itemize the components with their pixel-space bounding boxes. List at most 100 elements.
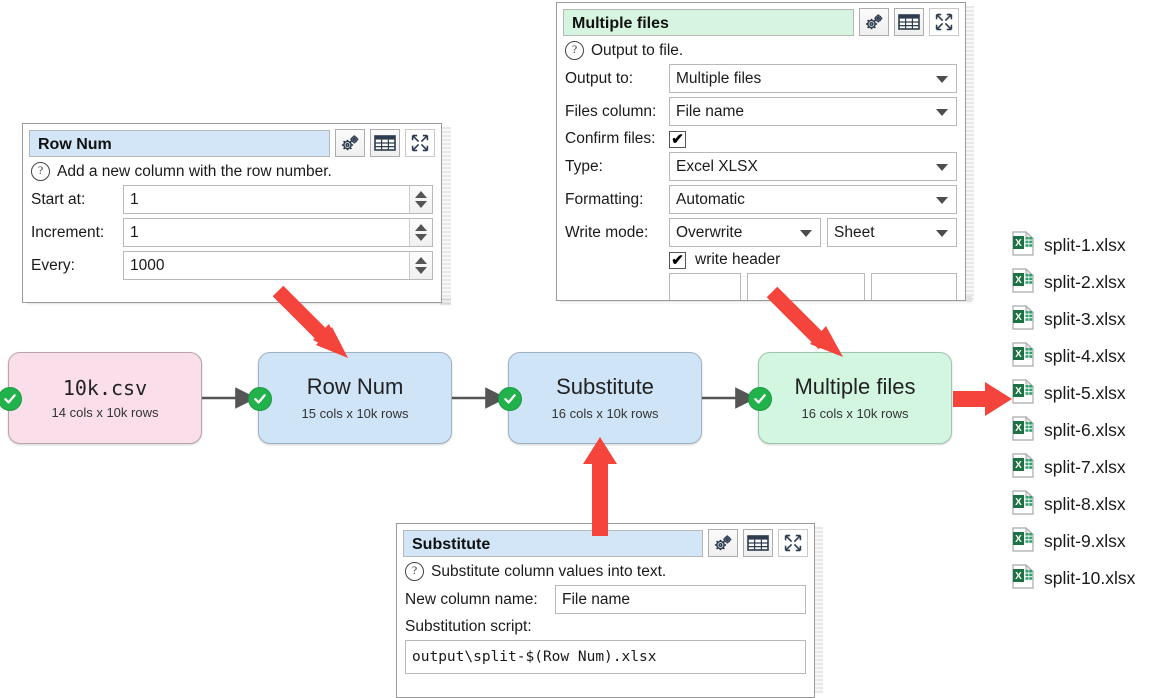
question-icon[interactable]: ? [565, 41, 584, 60]
start-at-input[interactable]: 1 [123, 185, 433, 214]
list-item[interactable]: X split-3.xlsx [1012, 301, 1161, 338]
every-stepper[interactable] [409, 252, 432, 279]
substitute-panel-shadow [812, 527, 823, 693]
list-item[interactable]: X split-4.xlsx [1012, 338, 1161, 375]
flow-node-sub: 14 cols x 10k rows [51, 404, 159, 420]
type-label: Type: [565, 157, 603, 175]
substitute-settings-panel[interactable]: Substitute [396, 523, 815, 698]
list-item[interactable]: X split-8.xlsx [1012, 486, 1161, 523]
multiple-files-panel-shadow [963, 6, 974, 302]
excel-file-icon: X [1012, 489, 1035, 520]
new-column-name-label: New column name: [405, 590, 538, 608]
multiple-files-panel-header: Multiple files [557, 3, 965, 40]
output-file-list: X split-1.xlsx X split-2.xlsx X [1012, 227, 1161, 597]
start-at-value: 1 [130, 190, 139, 208]
gears-icon[interactable] [335, 129, 365, 157]
write-header-checkbox[interactable]: ✔ [669, 251, 686, 269]
flow-node-name: 10k.csv [62, 375, 148, 400]
expand-icon[interactable] [405, 129, 435, 157]
substitute-description-row: ? Substitute column values into text. [397, 561, 814, 583]
flow-node-substitute[interactable]: Substitute 16 cols x 10k rows [498, 352, 702, 444]
list-item[interactable]: X split-2.xlsx [1012, 264, 1161, 301]
list-item[interactable]: X split-9.xlsx [1012, 523, 1161, 560]
new-column-name-row: New column name: File name [397, 583, 814, 616]
list-item[interactable]: X split-6.xlsx [1012, 412, 1161, 449]
row-num-panel-header: Row Num [23, 124, 441, 161]
row-num-title-input[interactable]: Row Num [29, 129, 330, 157]
write-header-label: write header [695, 251, 781, 268]
question-icon[interactable]: ? [31, 162, 50, 181]
type-select[interactable]: Excel XLSX [669, 152, 957, 181]
new-column-name-input[interactable]: File name [555, 585, 806, 614]
svg-text:X: X [1015, 571, 1022, 582]
partial-field-right[interactable] [871, 273, 957, 300]
svg-text:X: X [1015, 423, 1022, 434]
files-column-label: Files column: [565, 102, 657, 120]
expand-icon[interactable] [929, 8, 959, 36]
excel-file-icon: X [1012, 267, 1035, 298]
partial-field-mid[interactable] [747, 273, 865, 300]
write-mode-select[interactable]: Overwrite [669, 218, 821, 247]
output-to-select[interactable]: Multiple files [669, 64, 957, 93]
chevron-down-icon [936, 108, 948, 116]
expand-icon[interactable] [778, 529, 808, 557]
list-item[interactable]: X split-10.xlsx [1012, 560, 1161, 597]
list-item[interactable]: X split-7.xlsx [1012, 449, 1161, 486]
file-name: split-6.xlsx [1044, 420, 1126, 440]
list-item[interactable]: X split-1.xlsx [1012, 227, 1161, 264]
gears-icon[interactable] [859, 8, 889, 36]
row-num-description-row: ? Add a new column with the row number. [23, 161, 441, 183]
excel-file-icon: X [1012, 563, 1035, 594]
table-icon[interactable] [370, 129, 400, 157]
write-mode-row: Write mode: Overwrite Sheet [557, 216, 965, 249]
row-num-settings-panel[interactable]: Row Num [22, 123, 442, 303]
sheet-select[interactable]: Sheet [827, 218, 957, 247]
svg-text:X: X [1015, 497, 1022, 508]
flow-node-multiple-files[interactable]: Multiple files 16 cols x 10k rows [748, 352, 952, 444]
table-icon[interactable] [743, 529, 773, 557]
chevron-down-icon [800, 229, 812, 237]
table-icon[interactable] [894, 8, 924, 36]
flow-node-name: Substitute [556, 374, 654, 400]
flow-node-10k-csv[interactable]: 10k.csv 14 cols x 10k rows [0, 352, 202, 444]
file-name: split-3.xlsx [1044, 309, 1126, 329]
output-to-label: Output to: [565, 69, 634, 87]
svg-text:X: X [1015, 312, 1022, 323]
svg-text:X: X [1015, 238, 1022, 249]
type-value: Excel XLSX [676, 157, 758, 175]
formatting-row: Formatting: Automatic [557, 183, 965, 216]
question-icon[interactable]: ? [405, 562, 424, 581]
start-at-stepper[interactable] [409, 186, 432, 213]
every-input[interactable]: 1000 [123, 251, 433, 280]
files-column-value: File name [676, 102, 745, 120]
chevron-down-icon [936, 196, 948, 204]
files-column-select[interactable]: File name [669, 97, 957, 126]
flow-node-row-num[interactable]: Row Num 15 cols x 10k rows [248, 352, 452, 444]
list-item[interactable]: X split-5.xlsx [1012, 375, 1161, 412]
chevron-down-icon [936, 229, 948, 237]
gears-icon[interactable] [708, 529, 738, 557]
multiple-files-description-row: ? Output to file. [557, 40, 965, 62]
partial-field-left[interactable] [669, 273, 741, 300]
substitution-script-label-row: Substitution script: [397, 616, 814, 638]
substitution-script-editor[interactable]: output\split-$(Row Num).xlsx [405, 640, 806, 674]
confirm-files-checkbox[interactable]: ✔ [669, 130, 686, 148]
substitute-title-input[interactable]: Substitute [403, 529, 703, 557]
file-name: split-1.xlsx [1044, 235, 1126, 255]
file-name: split-7.xlsx [1044, 457, 1126, 477]
increment-stepper[interactable] [409, 219, 432, 246]
formatting-select[interactable]: Automatic [669, 185, 957, 214]
sheet-value: Sheet [834, 223, 875, 241]
flow-node-name: Multiple files [794, 374, 916, 400]
increment-value: 1 [130, 223, 139, 241]
increment-input[interactable]: 1 [123, 218, 433, 247]
row-num-increment-row: Increment: 1 [23, 216, 441, 249]
formatting-value: Automatic [676, 190, 745, 208]
status-ok-icon [498, 387, 522, 411]
flow-node-name: Row Num [306, 374, 404, 400]
output-to-value: Multiple files [676, 69, 762, 87]
write-mode-label: Write mode: [565, 223, 649, 241]
write-header-extra-row [557, 271, 965, 300]
multiple-files-title-input[interactable]: Multiple files [563, 8, 854, 36]
multiple-files-settings-panel[interactable]: Multiple files [556, 2, 966, 301]
